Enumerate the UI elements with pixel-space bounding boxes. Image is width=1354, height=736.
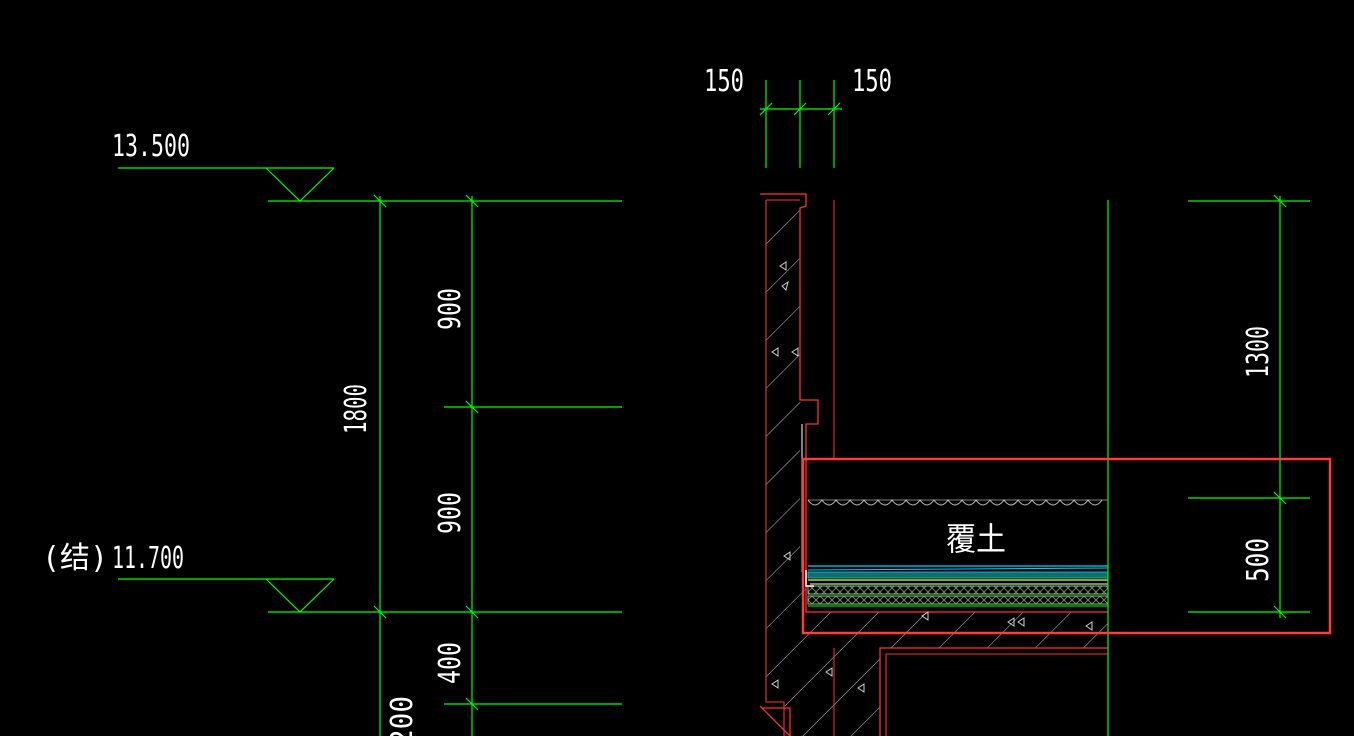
- dim-below-level: 400: [433, 642, 468, 684]
- level-top-value: 13.500: [112, 129, 190, 164]
- dim-right-lower: 500: [1241, 538, 1276, 582]
- level-structural-value: 11.700: [112, 541, 184, 576]
- wall-section: [759, 193, 1108, 736]
- dim-lower-segment: 900: [433, 492, 468, 534]
- dim-bottom-cut: 200: [385, 696, 420, 736]
- dim-top-left: 150: [704, 64, 744, 99]
- top-dimension: [759, 80, 842, 168]
- dim-top-right: 150: [852, 64, 892, 99]
- level-marker-structural: (结) 11.700: [42, 541, 335, 613]
- roof-layers: [805, 499, 1109, 607]
- dim-overall-height: 1800: [339, 384, 374, 434]
- dim-right-upper: 1300: [1241, 326, 1276, 378]
- highlight-box: [801, 457, 1332, 635]
- label-soil: 覆土: [946, 520, 1006, 558]
- level-structural-prefix: (结): [42, 541, 108, 576]
- dim-upper-segment: 900: [433, 288, 468, 330]
- right-dimension-chain: [1107, 194, 1310, 736]
- left-dimension-chain: [268, 194, 622, 736]
- level-marker-top: 13.500: [112, 129, 335, 202]
